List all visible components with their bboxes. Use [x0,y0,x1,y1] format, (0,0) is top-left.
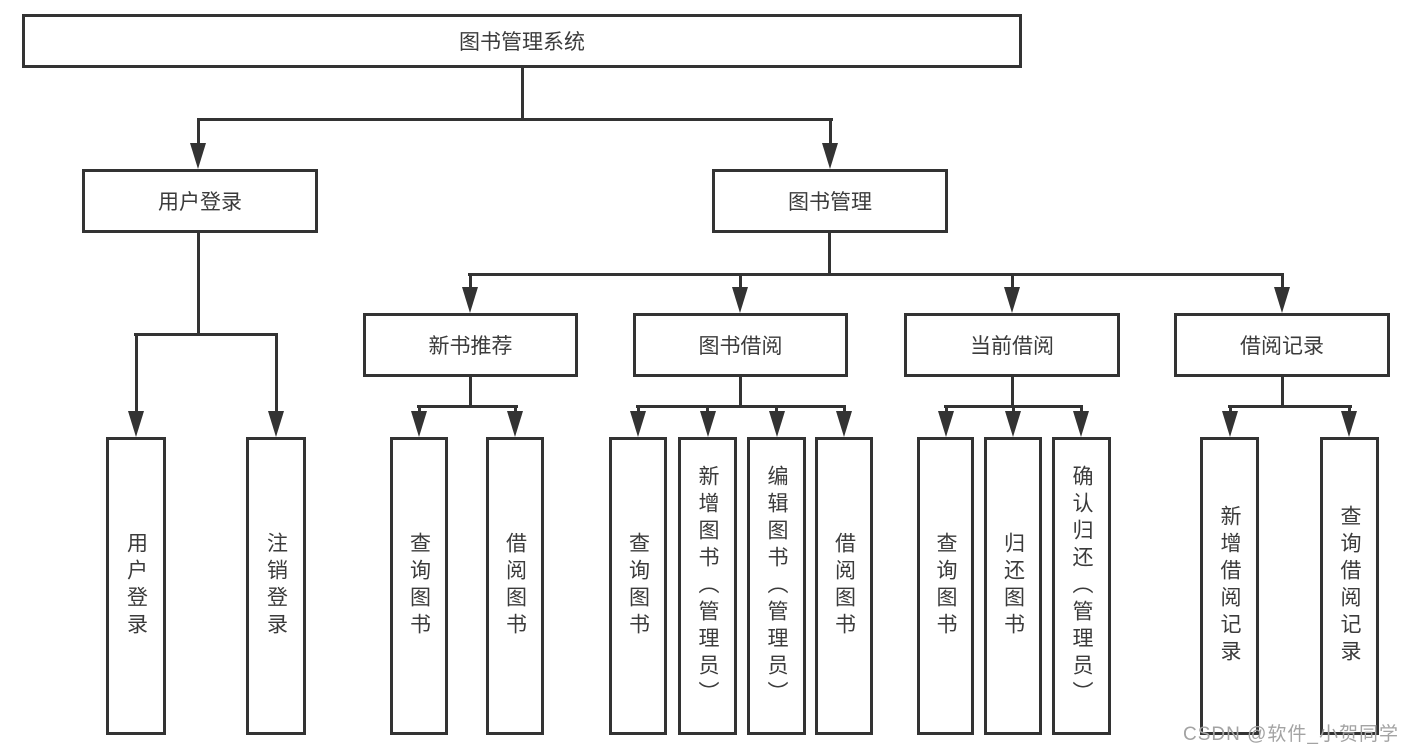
leaf-query-books-borrow: 查询图书 [609,437,667,735]
arrowhead [507,411,523,437]
leaf-label: 编辑图书︵管理员︶ [765,464,788,708]
arrowhead [700,411,716,437]
leaf-confirm-return-admin: 确认归还︵管理员︶ [1052,437,1111,735]
leaf-label: 查询借阅记录 [1338,505,1361,667]
edge-arm [1011,273,1014,295]
node-root: 图书管理系统 [22,14,1022,68]
csdn-watermark: CSDN @软件_小贺同学 [1183,724,1399,745]
node-label: 图书管理 [788,191,872,214]
node-book-borrow: 图书借阅 [633,313,848,377]
leaf-label: 确认归还︵管理员︶ [1070,464,1093,708]
node-user-login: 用户登录 [82,169,318,233]
arrowhead [732,287,748,313]
node-label: 借阅记录 [1240,335,1324,358]
leaf-label: 归还图书 [1001,532,1025,640]
arrowhead [1005,411,1021,437]
edge-userlogin-trunk [197,233,200,336]
leaf-label: 借阅图书 [503,532,527,640]
leaf-label: 新增图书︵管理员︶ [696,464,719,708]
edge-bookmgmt-bar [468,273,1284,276]
edge-recommend-trunk [469,377,472,408]
node-borrow-records: 借阅记录 [1174,313,1390,377]
arrowhead [769,411,785,437]
leaf-user-login: 用户登录 [106,437,166,735]
edge-arm [739,273,742,295]
edge-borrow-bar [636,405,846,408]
leaf-query-borrow-record: 查询借阅记录 [1320,437,1379,735]
arrowhead [268,411,284,437]
edge-arm [275,333,278,413]
leaf-add-books-admin: 新增图书︵管理员︶ [678,437,737,735]
arrowhead [836,411,852,437]
leaf-query-books-current: 查询图书 [917,437,974,735]
node-label: 当前借阅 [970,335,1054,358]
edge-root-trunk [521,68,524,121]
leaf-borrow-books: 借阅图书 [815,437,873,735]
node-label: 新书推荐 [428,335,513,358]
node-root-label: 图书管理系统 [459,31,585,54]
arrowhead [1004,287,1020,313]
edge-bookmgmt-trunk [828,233,831,276]
leaf-label: 查询图书 [626,532,650,640]
arrowhead [128,411,144,437]
arrowhead [938,411,954,437]
leaf-label: 注销登录 [264,532,288,640]
arrowhead [190,143,206,169]
leaf-label: 用户登录 [124,532,148,640]
node-new-book-recommend: 新书推荐 [363,313,578,377]
edge-userlogin-bar [134,333,278,336]
arrowhead [630,411,646,437]
edge-arm [829,118,832,150]
edge-arm [469,273,472,295]
leaf-label: 新增借阅记录 [1218,505,1241,667]
arrowhead [1073,411,1089,437]
edge-root-bar [197,118,833,121]
edge-recommend-bar [417,405,518,408]
edge-arm [197,118,200,150]
leaf-borrow-books-recommend: 借阅图书 [486,437,544,735]
arrowhead [1222,411,1238,437]
node-current-borrow: 当前借阅 [904,313,1120,377]
node-label: 图书借阅 [698,335,783,358]
edge-records-trunk [1281,377,1284,408]
arrowhead [462,287,478,313]
edge-arm [1281,273,1284,295]
node-book-management: 图书管理 [712,169,948,233]
leaf-label: 查询图书 [934,532,957,640]
leaf-add-borrow-record: 新增借阅记录 [1200,437,1259,735]
arrowhead [1274,287,1290,313]
arrowhead [411,411,427,437]
edge-current-trunk [1011,377,1014,408]
node-label: 用户登录 [158,191,242,214]
arrowhead [1341,411,1357,437]
leaf-edit-books-admin: 编辑图书︵管理员︶ [747,437,806,735]
leaf-query-books-recommend: 查询图书 [390,437,448,735]
edge-borrow-trunk [739,377,742,408]
leaf-label: 查询图书 [407,532,431,640]
edge-records-bar [1228,405,1352,408]
leaf-logout: 注销登录 [246,437,306,735]
leaf-return-books: 归还图书 [984,437,1042,735]
leaf-label: 借阅图书 [832,532,856,640]
arrowhead [822,143,838,169]
edge-arm [135,333,138,413]
